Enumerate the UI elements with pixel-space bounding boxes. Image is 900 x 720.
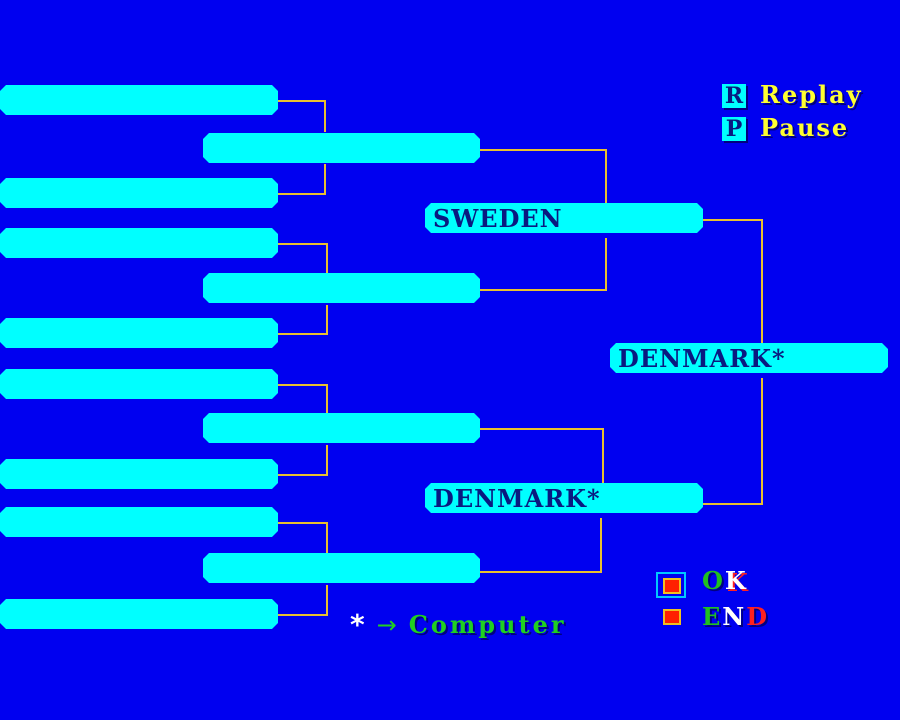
connector	[326, 305, 328, 335]
ok-selector-box	[656, 572, 686, 598]
round1-slot-8	[0, 599, 278, 629]
end-button[interactable]: END	[702, 602, 769, 631]
connector	[703, 219, 763, 221]
round1-slot-6	[0, 459, 278, 489]
connector	[480, 289, 607, 291]
round1-slot-1	[0, 85, 278, 115]
connector	[605, 238, 607, 290]
connector	[326, 585, 328, 615]
connector	[278, 384, 328, 386]
round1-slot-4	[0, 318, 278, 348]
connector	[278, 614, 328, 616]
connector	[278, 474, 328, 476]
connector	[602, 428, 604, 483]
connector	[278, 193, 326, 195]
computer-label: Computer	[408, 610, 567, 639]
pause-label[interactable]: Pause	[760, 113, 850, 142]
round1-slot-2	[0, 178, 278, 208]
connector	[326, 384, 328, 413]
end-bullet-icon	[663, 609, 681, 625]
connector	[605, 149, 607, 203]
ok-bullet-icon	[663, 578, 681, 594]
connector	[278, 333, 328, 335]
asterisk-icon: *	[350, 608, 365, 641]
connector	[326, 522, 328, 553]
connector	[278, 243, 328, 245]
pause-key-icon[interactable]: P	[722, 117, 746, 141]
round2-slot-3	[203, 413, 480, 443]
connector	[703, 503, 763, 505]
ok-letter-o: O	[702, 566, 725, 595]
round1-slot-5	[0, 369, 278, 399]
round2-slot-2	[203, 273, 480, 303]
connector	[326, 445, 328, 475]
connector	[480, 149, 607, 151]
computer-legend: * → Computer	[350, 608, 567, 641]
end-letter-e: E	[702, 602, 723, 631]
end-letter-d: D	[746, 602, 770, 631]
team-name: SWEDEN	[433, 203, 563, 233]
round1-slot-7	[0, 507, 278, 537]
replay-label[interactable]: Replay	[760, 80, 863, 109]
final-slot: DENMARK*	[610, 343, 888, 373]
connector	[324, 100, 326, 132]
connector	[761, 219, 763, 343]
connector	[278, 100, 326, 102]
team-name: DENMARK*	[618, 343, 786, 373]
replay-key-icon[interactable]: R	[722, 84, 746, 108]
end-letter-n: N	[722, 602, 747, 631]
ok-button[interactable]: OK	[702, 566, 748, 595]
connector	[480, 428, 604, 430]
connector	[326, 243, 328, 273]
team-name: DENMARK*	[433, 483, 601, 513]
ok-letter-k: K	[724, 566, 748, 595]
semifinal-slot-2: DENMARK*	[425, 483, 703, 513]
round2-slot-4	[203, 553, 480, 583]
connector	[600, 518, 602, 573]
semifinal-slot-1: SWEDEN	[425, 203, 703, 233]
arrow-icon: →	[376, 610, 397, 639]
round1-slot-3	[0, 228, 278, 258]
round2-slot-1	[203, 133, 480, 163]
connector	[480, 571, 602, 573]
connector	[278, 522, 328, 524]
connector	[324, 164, 326, 194]
connector	[761, 378, 763, 504]
